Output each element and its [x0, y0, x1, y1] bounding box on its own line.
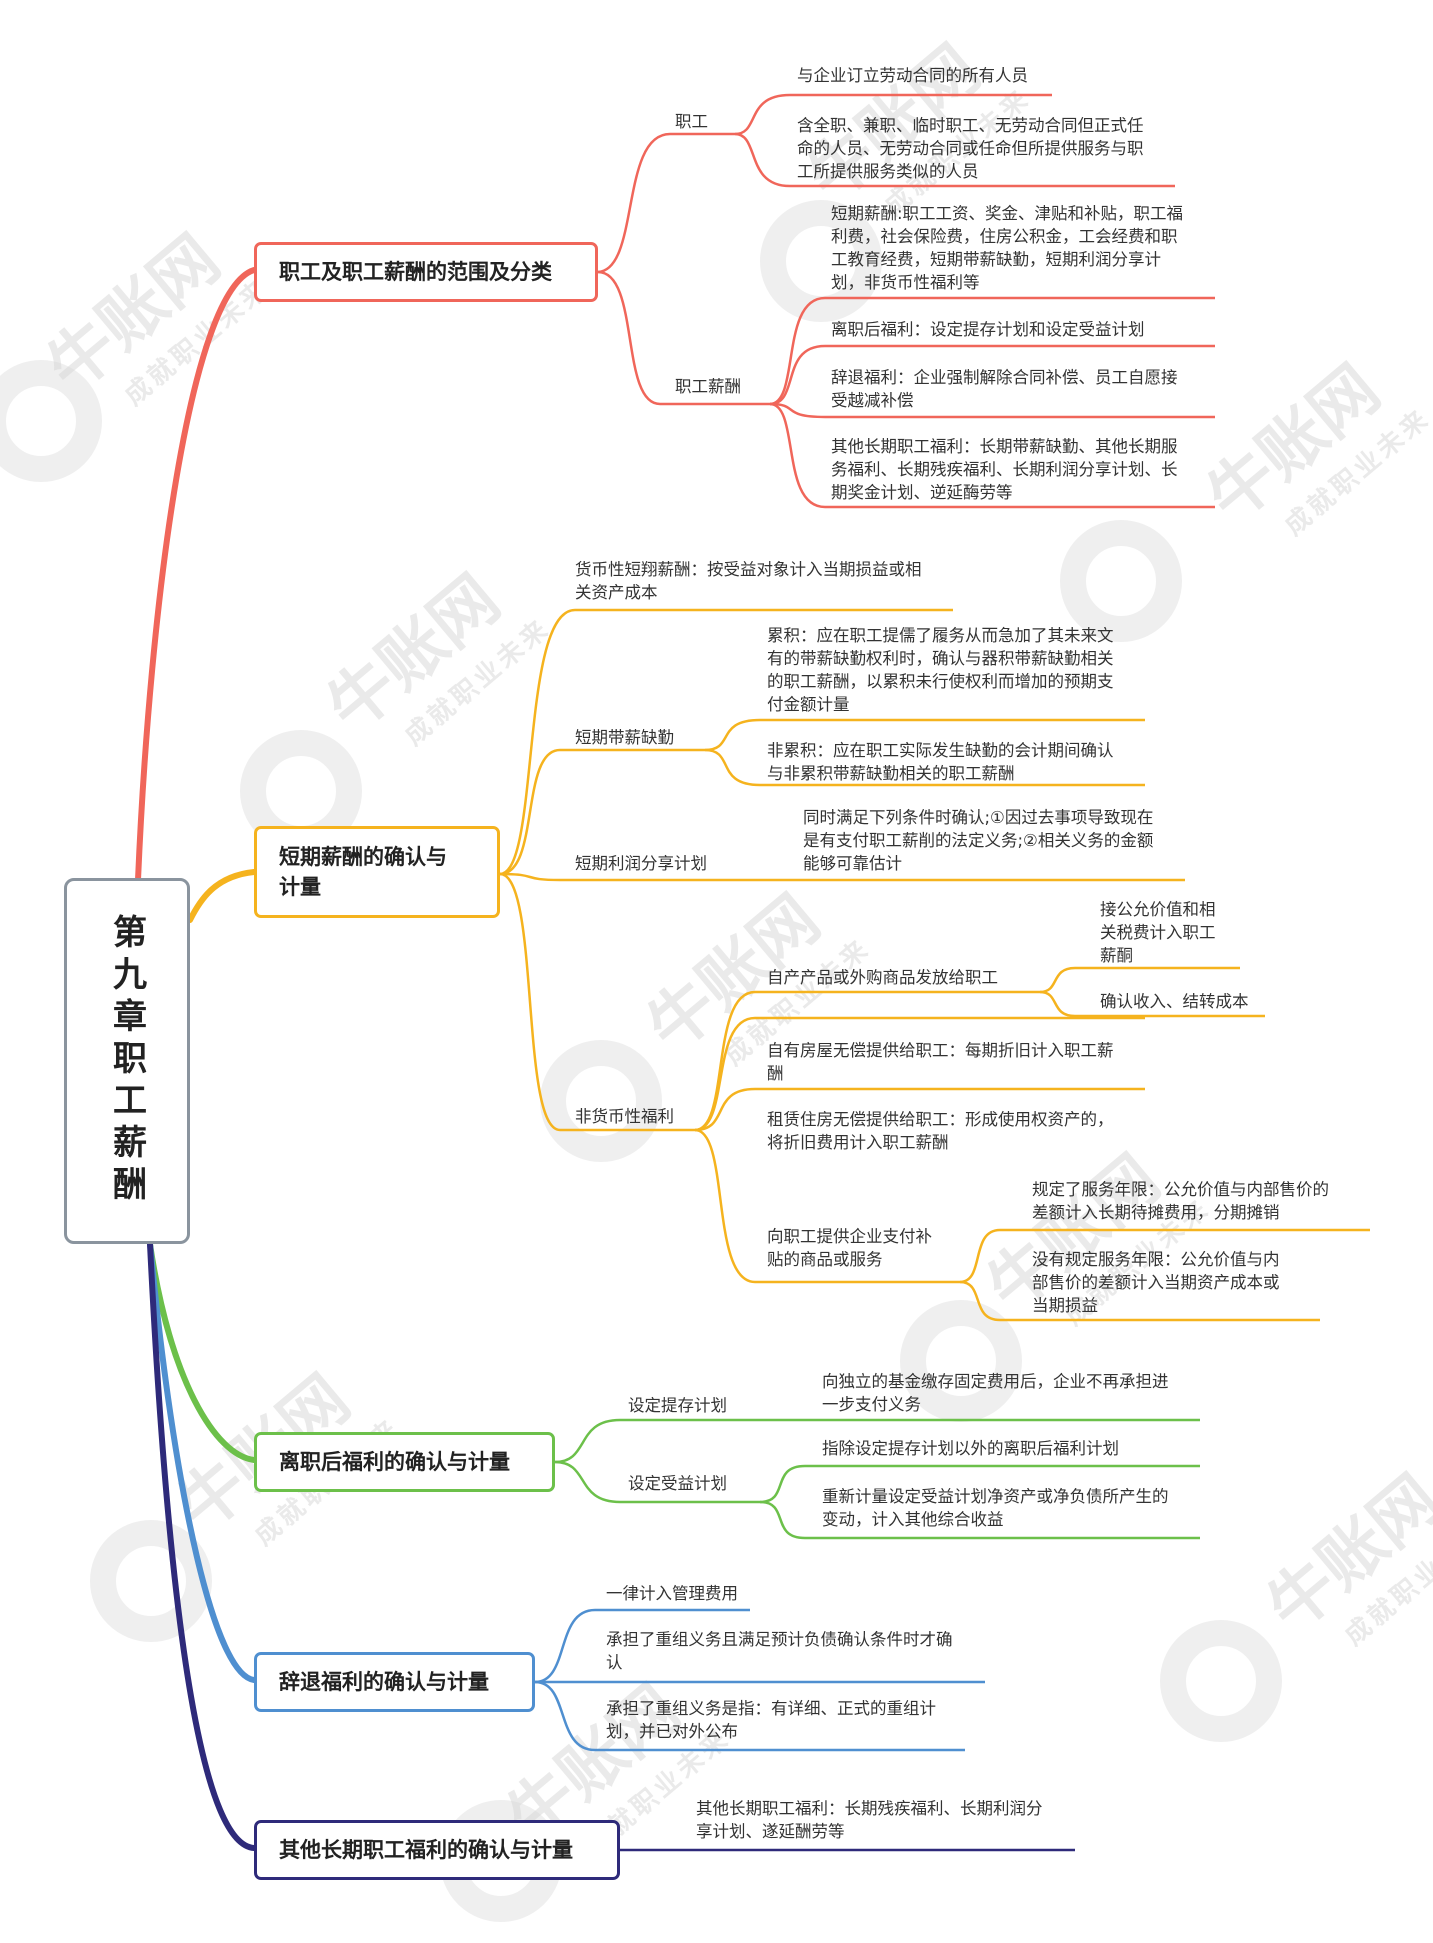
topic-zhigong[interactable]: 职工	[675, 112, 708, 131]
topic-quexin[interactable]: 短期带薪缺勤	[575, 728, 674, 747]
topic-xinchou-3[interactable]: 辞退福利：企业强制解除合同补偿、员工自愿接受越减补偿	[831, 368, 1178, 410]
topic-huobi[interactable]: 货币性短翔薪酬：按受益对象计入当期损益或相关资产成本	[575, 560, 922, 602]
topic-fh-2[interactable]: 自有房屋无偿提供给职工：每期折旧计入职工薪酬	[767, 1041, 1114, 1083]
root-title: 第九章职工薪酬	[106, 914, 147, 1208]
topic-zhigong-1[interactable]: 与企业订立劳动合同的所有人员	[797, 66, 1028, 85]
topic-shouyi-2[interactable]: 重新计量设定受益计划净资产或净负债所产生的变动，计入其他综合收益	[822, 1487, 1169, 1529]
topic-xinchou[interactable]: 职工薪酬	[675, 377, 741, 396]
branch-node-short-term[interactable]: 短期薪酬的确认与计量	[254, 826, 500, 918]
topic-c2[interactable]: 承担了重组义务且满足预计负债确认条件时才确认	[606, 1630, 953, 1672]
topic-quexin-2[interactable]: 非累积：应在职工实际发生缺勤的会计期间确认与非累积带薪缺勤相关的职工薪酬	[767, 741, 1114, 783]
topic-tichun[interactable]: 设定提存计划	[628, 1396, 727, 1415]
root-node[interactable]: 第九章职工薪酬	[64, 878, 190, 1244]
topic-fh-4b[interactable]: 没有规定服务年限：公允价值与内部售价的差额计入当期资产成本或当期损益	[1032, 1250, 1280, 1315]
topic-tichun-1[interactable]: 向独立的基金缴存固定费用后，企业不再承担进一步支付义务	[822, 1372, 1169, 1414]
topic-fh-3[interactable]: 租赁住房无偿提供给职工：形成使用权资产的，将折旧费用计入职工薪酬	[767, 1110, 1114, 1152]
branch-node-post-employment[interactable]: 离职后福利的确认与计量	[254, 1432, 555, 1492]
topic-c1[interactable]: 一律计入管理费用	[606, 1584, 738, 1603]
topic-lirun-1[interactable]: 同时满足下列条件时确认;①因过去事项导致现在是有支付职工薪削的法定义务;②相关义…	[803, 808, 1154, 873]
branch-node-scope[interactable]: 职工及职工薪酬的范围及分类	[254, 242, 598, 302]
topic-fh-1[interactable]: 自产产品或外购商品发放给职工	[767, 968, 998, 987]
topic-shouyi-1[interactable]: 指除设定提存计划以外的离职后福利计划	[822, 1439, 1119, 1458]
topic-lirun[interactable]: 短期利润分享计划	[575, 854, 707, 873]
topic-q1[interactable]: 其他长期职工福利：长期残疾福利、长期利润分享计划、遂延酬劳等	[696, 1799, 1043, 1841]
topic-fh-4[interactable]: 向职工提供企业支付补贴的商品或服务	[767, 1227, 932, 1269]
topic-xinchou-1[interactable]: 短期薪酬:职工工资、奖金、津贴和补贴，职工福利费，社会保险费，住房公积金，工会经…	[831, 204, 1184, 292]
branch-node-termination[interactable]: 辞退福利的确认与计量	[254, 1652, 535, 1712]
topic-quexin-1[interactable]: 累积：应在职工提儒了履务从而急加了其未来文有的带薪缺勤权利时，确认与器积带薪缺勤…	[767, 626, 1114, 714]
topic-xinchou-2[interactable]: 离职后福利：设定提存计划和设定受益计划	[831, 320, 1145, 339]
topic-xinchou-4[interactable]: 其他长期职工福利：长期带薪缺勤、其他长期服务福利、长期残疾福利、长期利润分享计划…	[831, 437, 1178, 502]
topic-fh-4a[interactable]: 规定了服务年限：公允价值与内部售价的差额计入长期待摊费用，分期摊销	[1032, 1180, 1329, 1222]
topic-zhigong-2[interactable]: 含全职、兼职、临时职工、无劳动合同但正式任命的人员、无劳动合同或任命但所提供服务…	[797, 116, 1144, 181]
topic-feihuobi[interactable]: 非货币性福利	[575, 1107, 674, 1126]
topic-shouyi[interactable]: 设定受益计划	[628, 1474, 727, 1493]
topic-fh-1b[interactable]: 确认收入、结转成本	[1100, 992, 1249, 1011]
branch-node-other-long-term[interactable]: 其他长期职工福利的确认与计量	[254, 1820, 620, 1880]
topic-fh-1a[interactable]: 接公允价值和相关税费计入职工薪酮	[1100, 900, 1216, 965]
topic-c3[interactable]: 承担了重组义务是指：有详细、正式的重组计划，并已对外公布	[606, 1699, 936, 1741]
